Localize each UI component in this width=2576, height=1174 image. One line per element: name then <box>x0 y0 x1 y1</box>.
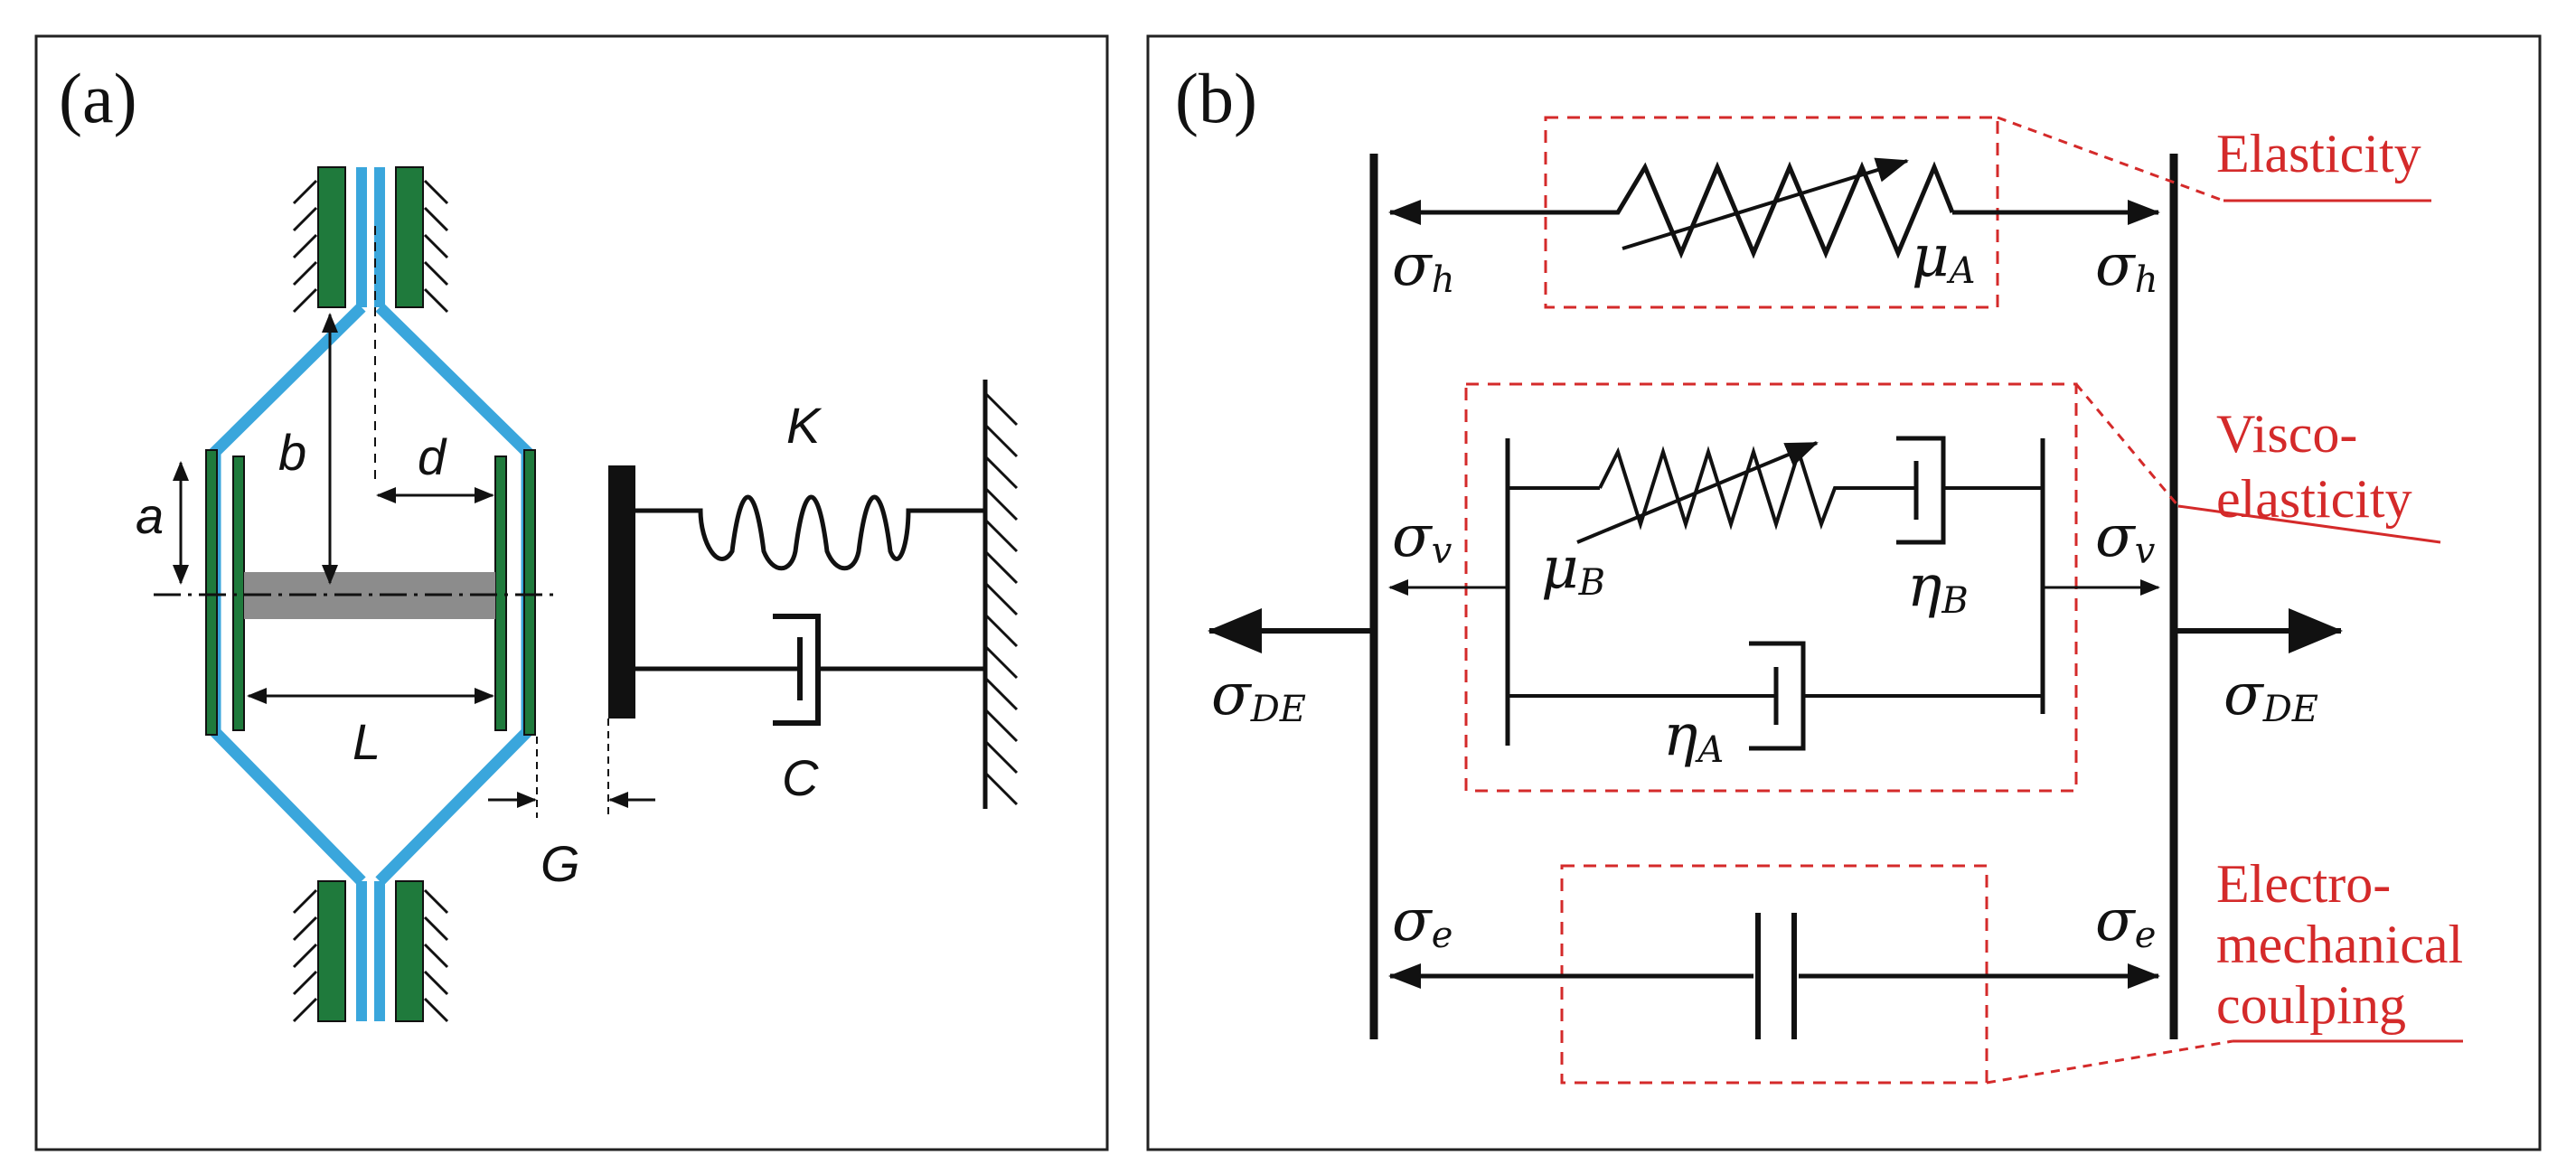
eta-A-label: ηA <box>1663 702 1724 771</box>
sigma-DE-right: σDE <box>2223 662 2318 730</box>
bottom-membrane-left <box>356 881 367 1021</box>
elasticity-label: Elasticity <box>2216 124 2421 183</box>
panel-a-label: (a) <box>59 59 137 137</box>
bottom-membrane-right <box>374 881 385 1021</box>
visco-spring-variable-arrow <box>1576 441 1819 544</box>
right-electrode-outer <box>523 449 536 736</box>
elasticity-variable-arrow <box>1622 157 1909 250</box>
top-membrane-right <box>374 167 385 307</box>
panel-b-frame <box>1146 34 2542 1151</box>
elasticity-spring <box>1582 161 1955 259</box>
sigma-h-right: σh <box>2095 232 2158 301</box>
panel-a: (a) <box>34 34 1109 1151</box>
sigma-DE-left: σDE <box>1211 662 1306 730</box>
top-clamp-left <box>317 166 346 308</box>
top-clamp-hatching <box>292 179 449 314</box>
visco-spring-muB <box>1598 446 1916 531</box>
bottom-clamp-hatching <box>292 888 449 1023</box>
panel-b: (b) σh μA σh Elasticity σv <box>1146 34 2542 1151</box>
dim-L-label: L <box>353 713 381 770</box>
sigma-e-right: σe <box>2095 888 2156 956</box>
spring-K-label: K <box>786 397 823 454</box>
visco-leader-1 <box>2074 383 2180 507</box>
dim-a-label: a <box>136 487 164 544</box>
sigma-h-left: σh <box>1392 232 1454 301</box>
bottom-clamp-left <box>317 880 346 1022</box>
bottom-clamp-right <box>395 880 424 1022</box>
dim-d-label: d <box>418 428 447 485</box>
electromech-label-line1: Electro- <box>2216 854 2391 914</box>
sigma-v-left: σv <box>1392 503 1453 572</box>
electromech-leader-1 <box>1986 1039 2233 1085</box>
electromech-label-line3: coulping <box>2216 975 2406 1035</box>
top-membrane-left <box>356 167 367 307</box>
black-plate <box>608 465 635 718</box>
sigma-e-left: σe <box>1392 888 1453 956</box>
eta-B-cylinder <box>1896 436 1946 545</box>
wall-hatching <box>983 391 1019 806</box>
panel-b-label: (b) <box>1175 59 1257 137</box>
left-electrode-outer <box>205 449 218 736</box>
visco-label-line1: Visco- <box>2216 404 2357 464</box>
eta-B-label: ηB <box>1907 553 1969 622</box>
dim-b-label: b <box>278 424 306 481</box>
spring-K <box>635 494 985 571</box>
dim-G-label: G <box>541 835 580 892</box>
electromech-label-line2: mechanical <box>2216 915 2463 974</box>
visco-leader-2 <box>2177 504 2441 544</box>
mu-A-label: μA <box>1912 223 1975 292</box>
visco-label-line2: elasticity <box>2216 469 2412 529</box>
elasticity-leader-1 <box>1997 116 2224 202</box>
mu-B-label: μB <box>1541 535 1605 604</box>
top-clamp-right <box>395 166 424 308</box>
panel-a-frame <box>34 34 1109 1151</box>
sigma-v-right: σv <box>2095 503 2156 572</box>
damper-C-label: C <box>782 749 819 806</box>
